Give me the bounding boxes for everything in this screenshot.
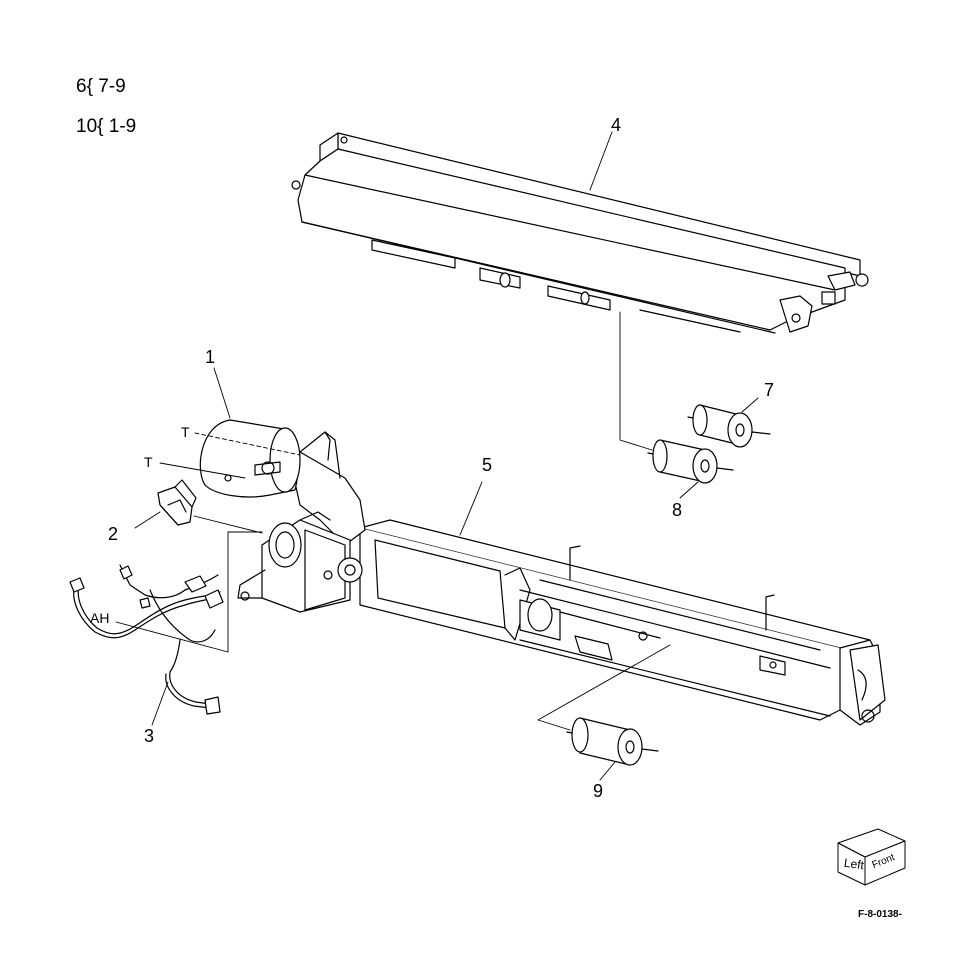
orientation-cube-icon xyxy=(837,828,906,886)
label-t-upper: T xyxy=(181,424,190,440)
callout-7: 7 xyxy=(764,380,775,400)
label-ah: AH xyxy=(90,610,110,626)
callout-4: 4 xyxy=(611,115,622,135)
orientation-left-label: Left xyxy=(843,855,865,873)
label-t-lower: T xyxy=(144,454,153,470)
callout-1: 1 xyxy=(205,347,216,367)
callout-9: 9 xyxy=(593,781,604,801)
roller-8-part xyxy=(647,439,734,484)
reference-note-1: 6{ 7-9 xyxy=(76,76,126,97)
callout-5: 5 xyxy=(482,455,493,475)
wire-harness-part xyxy=(69,564,224,715)
roller-7-part xyxy=(687,404,771,448)
callout-8: 8 xyxy=(672,500,683,520)
top-cover-part xyxy=(291,132,869,334)
callout-2: 2 xyxy=(108,524,119,544)
drive-bracket-part xyxy=(237,431,366,613)
main-frame-part xyxy=(359,519,886,726)
motor-part xyxy=(199,419,301,498)
figure-id: F-8-0138- xyxy=(858,909,902,920)
callout-3: 3 xyxy=(144,726,155,746)
reference-note-2: 10{ 1-9 xyxy=(76,116,137,137)
leader-lines xyxy=(115,131,759,781)
sensor-part xyxy=(157,479,197,526)
roller-9-part xyxy=(566,717,659,766)
